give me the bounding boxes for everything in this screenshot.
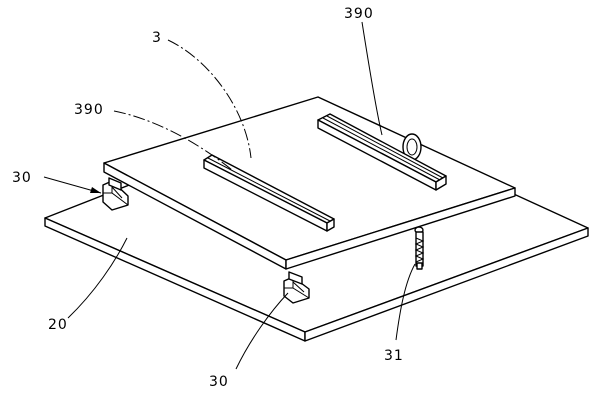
- label-30-left: 30: [12, 170, 32, 186]
- clip-left: [102, 177, 129, 211]
- leader-3: [167, 39, 252, 159]
- leader-31: [395, 263, 416, 341]
- top-plate: [103, 96, 516, 270]
- leader-lines: [43, 21, 416, 370]
- clip-bottom: [283, 271, 310, 304]
- leader-20: [67, 237, 128, 319]
- label-390-left: 390: [74, 102, 104, 118]
- screw: [414, 226, 425, 270]
- label-20: 20: [48, 317, 68, 333]
- rail-right: [317, 113, 447, 191]
- label-390-right: 390: [344, 6, 374, 22]
- reference-numerals: 3 390 390 30 30 20 31: [12, 6, 404, 390]
- label-31: 31: [384, 348, 404, 364]
- rail-left: [203, 154, 335, 232]
- label-30-bottom: 30: [209, 374, 229, 390]
- label-3: 3: [152, 30, 162, 46]
- leader-390-right: [361, 21, 383, 136]
- leader-30-bottom: [235, 292, 289, 370]
- leader-390-left: [113, 110, 233, 171]
